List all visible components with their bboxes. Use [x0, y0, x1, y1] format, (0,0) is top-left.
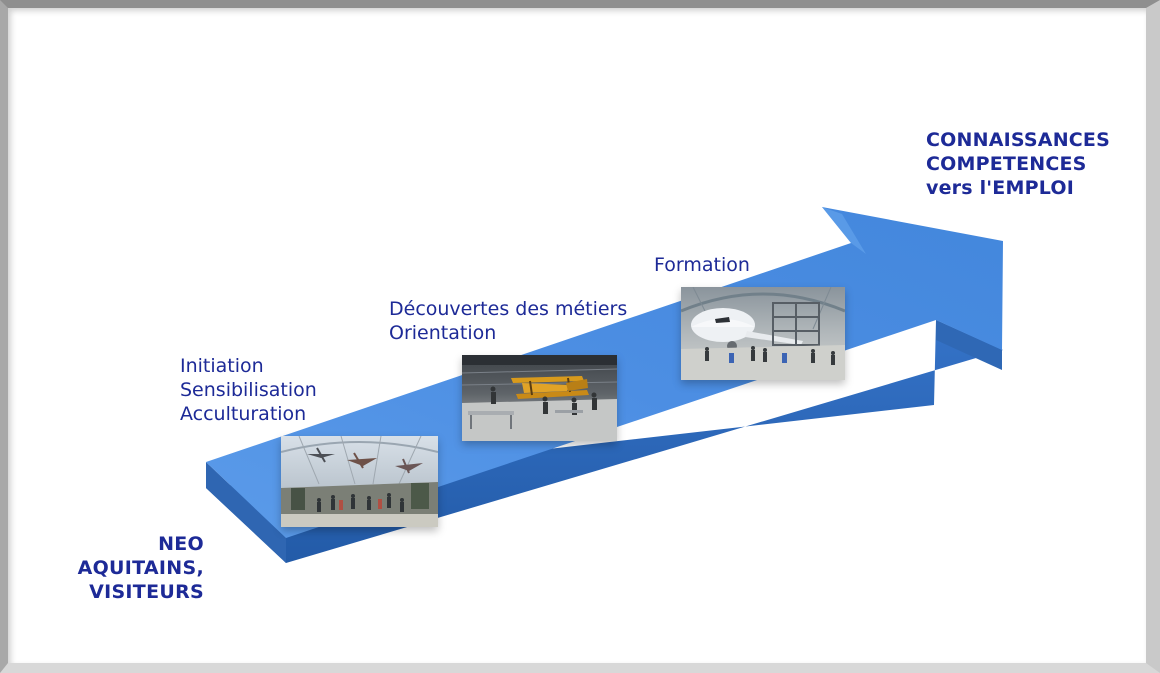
label-connaissances: CONNAISSANCES COMPETENCES vers l'EMPLOI: [926, 128, 1110, 200]
label-decouvertes-line1: Découvertes des métiers: [389, 298, 628, 320]
label-formation-line1: Formation: [654, 254, 750, 276]
label-aquitains-line2: AQUITAINS,: [77, 557, 204, 579]
label-emploi-line3: vers l'EMPLOI: [926, 177, 1074, 199]
label-competences-line2: COMPETENCES: [926, 153, 1087, 175]
label-sensibilisation-line2: Sensibilisation: [180, 379, 317, 401]
label-decouvertes: Découvertes des métiers Orientation: [389, 297, 627, 345]
biplane-workshop-photo: [462, 355, 617, 441]
label-acculturation-line3: Acculturation: [180, 403, 307, 425]
label-initiation: Initiation Sensibilisation Acculturation: [180, 354, 317, 426]
label-initiation-line1: Initiation: [180, 355, 264, 377]
label-neo-line1: NEO: [158, 533, 204, 555]
label-orientation-line2: Orientation: [389, 322, 497, 344]
museum-hall-photo: [281, 436, 438, 527]
label-formation: Formation: [654, 253, 750, 277]
label-visiteurs-line3: VISITEURS: [89, 581, 204, 603]
label-connaissances-line1: CONNAISSANCES: [926, 129, 1110, 151]
airliner-hangar-photo: [681, 287, 845, 380]
label-neo-aquitains: NEO AQUITAINS, VISITEURS: [64, 532, 204, 604]
